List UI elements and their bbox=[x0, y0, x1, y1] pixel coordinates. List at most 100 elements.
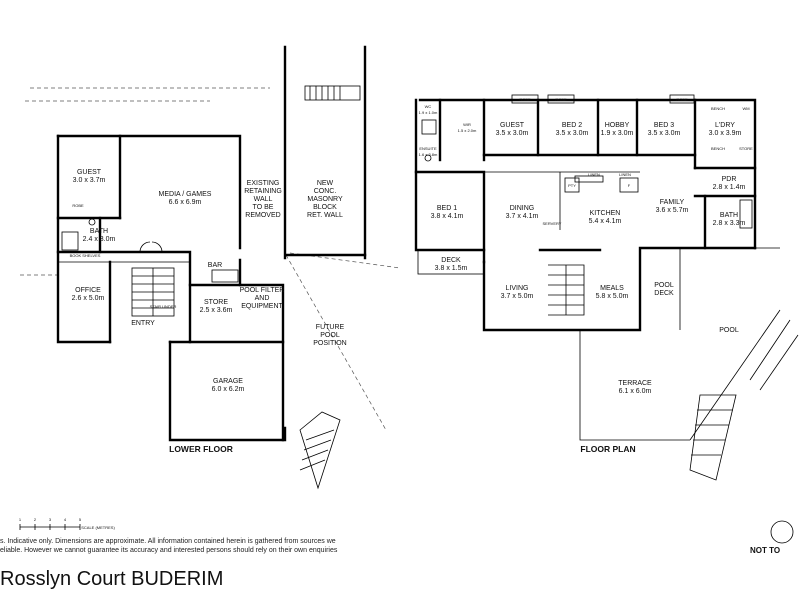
disclaimer-line-1: s. Indicative only. Dimensions are appro… bbox=[0, 538, 336, 545]
family-size: 3.6 x 5.7m bbox=[656, 207, 689, 214]
bath-size: 2.8 x 3.3m bbox=[713, 220, 746, 227]
svg-text:5: 5 bbox=[79, 517, 82, 522]
bed2-size: 3.5 x 3.0m bbox=[556, 130, 589, 137]
scale-tick-labels: 1 2 3 4 5 bbox=[19, 517, 82, 522]
pool-deck-line2: DECK bbox=[654, 290, 674, 297]
hobby-name: HOBBY bbox=[605, 122, 630, 129]
svg-text:POOL FILTER: POOL FILTER bbox=[240, 287, 285, 294]
lower-floor-plan: GUEST 3.0 x 3.7m MEDIA / GAMES 6.6 x 6.9… bbox=[20, 45, 401, 490]
lower-store-name: STORE bbox=[204, 299, 228, 306]
guest-size: 3.5 x 3.0m bbox=[496, 130, 529, 137]
svg-text:4: 4 bbox=[64, 517, 67, 522]
garage-size: 6.0 x 6.2m bbox=[212, 386, 245, 393]
svg-text:RETAINING: RETAINING bbox=[244, 188, 282, 195]
media-games-name: MEDIA / GAMES bbox=[159, 191, 212, 198]
svg-text:EQUIPMENT: EQUIPMENT bbox=[241, 303, 283, 310]
lower-guest-size: 3.0 x 3.7m bbox=[73, 177, 106, 184]
wir-label: WIR bbox=[463, 122, 471, 127]
scale-label: SCALE (METRES) bbox=[81, 525, 115, 530]
laundry-size: 3.0 x 3.9m bbox=[709, 130, 742, 137]
guest-name: GUEST bbox=[500, 122, 525, 129]
bar-label: BAR bbox=[208, 262, 222, 269]
bed3-size: 3.5 x 3.0m bbox=[648, 130, 681, 137]
media-games-size: 6.6 x 6.9m bbox=[169, 199, 202, 206]
lower-bath-name: BATH bbox=[90, 228, 108, 235]
bed3-name: BED 3 bbox=[654, 122, 674, 129]
wc-size: 1.9 x 1.0m bbox=[419, 110, 438, 115]
svg-text:3: 3 bbox=[49, 517, 52, 522]
laundry-name: L'DRY bbox=[715, 122, 735, 129]
washing-machine-label: WM bbox=[742, 106, 749, 111]
compass-icon bbox=[770, 520, 794, 544]
pool-label: POOL bbox=[719, 327, 739, 334]
bed1-size: 3.8 x 4.1m bbox=[431, 213, 464, 220]
lower-store-size: 2.5 x 3.6m bbox=[200, 307, 233, 314]
linen-label-2: LINEN bbox=[619, 172, 631, 177]
upper-floor-plan: GUEST 3.5 x 3.0m BED 2 3.5 x 3.0m HOBBY … bbox=[414, 94, 799, 481]
lower-bath-size: 2.4 x 3.0m bbox=[83, 236, 116, 243]
svg-text:TO BE: TO BE bbox=[253, 204, 274, 211]
pool-deck-line1: POOL bbox=[654, 282, 674, 289]
bench-label-2: BENCH bbox=[711, 146, 725, 151]
meals-size: 5.8 x 5.0m bbox=[596, 293, 629, 300]
book-shelves-label: BOOK SHELVES bbox=[70, 253, 101, 258]
linen-label-1: LINEN bbox=[588, 172, 600, 177]
scale-bar: SCALE (METRES) bbox=[19, 524, 115, 530]
bench-label-1: BENCH bbox=[711, 106, 725, 111]
dining-size: 3.7 x 4.1m bbox=[506, 213, 539, 220]
lower-floor-title: LOWER FLOOR bbox=[169, 444, 233, 454]
svg-text:REMOVED: REMOVED bbox=[245, 212, 280, 219]
svg-text:FUTURE: FUTURE bbox=[316, 324, 345, 331]
svg-text:1: 1 bbox=[19, 517, 22, 522]
svg-text:2: 2 bbox=[34, 517, 37, 522]
existing-retaining-wall-note: EXISTING RETAINING WALL TO BE REMOVED bbox=[244, 180, 282, 219]
office-size: 2.6 x 5.0m bbox=[72, 295, 105, 302]
store-label: STORE bbox=[739, 146, 753, 151]
floor-plan-title: FLOOR PLAN bbox=[580, 444, 635, 454]
servery-label: SERVERY bbox=[543, 221, 562, 226]
kitchen-size: 5.4 x 4.1m bbox=[589, 218, 622, 225]
svg-text:WALL: WALL bbox=[254, 196, 273, 203]
deck-size: 3.8 x 1.5m bbox=[435, 265, 468, 272]
fridge-label: F bbox=[628, 183, 631, 188]
bed1-name: BED 1 bbox=[437, 205, 457, 212]
living-size: 3.7 x 5.0m bbox=[501, 293, 534, 300]
svg-text:AND: AND bbox=[255, 295, 270, 302]
pdr-size: 2.8 x 1.4m bbox=[713, 184, 746, 191]
entry-label: ENTRY bbox=[131, 320, 155, 327]
not-to-scale-note: NOT TO bbox=[750, 546, 781, 555]
lower-guest-name: GUEST bbox=[77, 169, 102, 176]
terrace-name: TERRACE bbox=[618, 380, 652, 387]
robe-label-1: ROBE bbox=[519, 97, 531, 102]
wir-size: 1.5 x 2.0m bbox=[458, 128, 477, 133]
stair-under-label: STAIR UNDER bbox=[150, 304, 177, 309]
svg-text:CONC.: CONC. bbox=[314, 188, 337, 195]
svg-text:POSITION: POSITION bbox=[313, 340, 346, 347]
family-name: FAMILY bbox=[660, 199, 685, 206]
garage-name: GARAGE bbox=[213, 378, 243, 385]
svg-text:BLOCK: BLOCK bbox=[313, 204, 337, 211]
wc-label: WC bbox=[425, 104, 432, 109]
ensuite-label: ENSUITE bbox=[419, 146, 437, 151]
terrace-size: 6.1 x 6.0m bbox=[619, 388, 652, 395]
svg-text:NEW: NEW bbox=[317, 180, 334, 187]
svg-text:EXISTING: EXISTING bbox=[247, 180, 280, 187]
meals-name: MEALS bbox=[600, 285, 624, 292]
hobby-size: 1.9 x 3.0m bbox=[601, 130, 634, 137]
ensuite-size: 1.6 x 3.8m bbox=[419, 152, 438, 157]
svg-text:MASONRY: MASONRY bbox=[307, 196, 343, 203]
living-name: LIVING bbox=[506, 285, 529, 292]
pantry-label: PTY bbox=[568, 183, 576, 188]
svg-text:POOL: POOL bbox=[320, 332, 340, 339]
deck-name: DECK bbox=[441, 257, 461, 264]
kitchen-name: KITCHEN bbox=[590, 210, 621, 217]
dining-name: DINING bbox=[510, 205, 535, 212]
new-masonry-wall-note: NEW CONC. MASONRY BLOCK RET. WALL bbox=[307, 180, 343, 219]
bed2-name: BED 2 bbox=[562, 122, 582, 129]
office-name: OFFICE bbox=[75, 287, 101, 294]
lower-robe-label: ROBE bbox=[72, 203, 84, 208]
pool-filter-note: POOL FILTER AND EQUIPMENT bbox=[240, 287, 285, 310]
property-address: Rosslyn Court BUDERIM bbox=[0, 568, 224, 590]
future-pool-note: FUTURE POOL POSITION bbox=[313, 324, 346, 347]
